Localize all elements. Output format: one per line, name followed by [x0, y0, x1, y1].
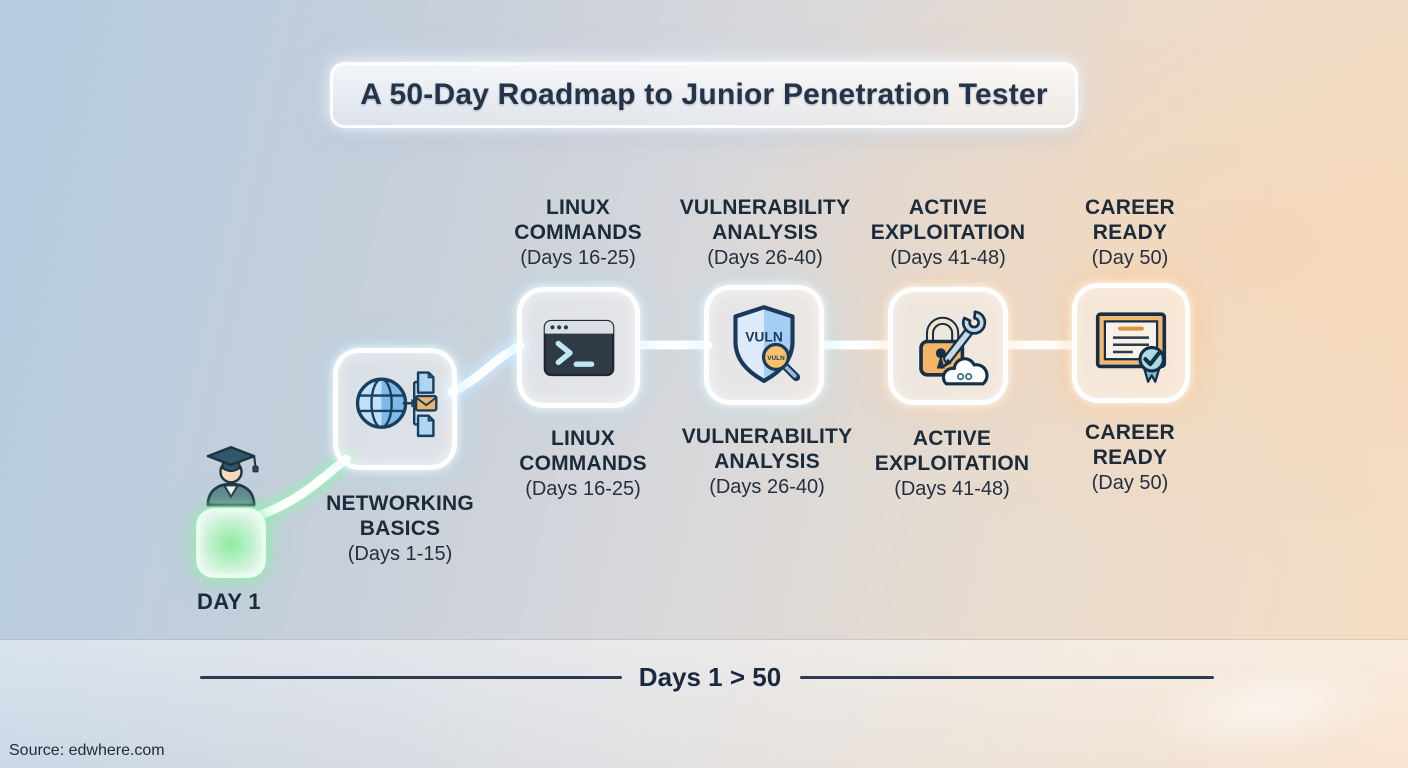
bottom-label-career: CAREER READY (Day 50) [1085, 421, 1175, 494]
wrench-icon [940, 310, 987, 370]
top-label-linux: LINUX COMMANDS (Days 16-25) [514, 196, 642, 269]
path-networking-to-linux [443, 337, 529, 401]
terminal-icon [543, 319, 614, 376]
timeline-line-right [800, 676, 1214, 679]
bottom-label-vulnerability: VULNERABILITY ANALYSIS (Days 26-40) [681, 425, 853, 498]
shield-label: VULN [745, 329, 783, 344]
timeline-label: Days 1 > 50 [638, 662, 782, 692]
lock-wrench-icon [919, 310, 989, 386]
timeline-line-left [200, 676, 622, 679]
magnifier-icon: VULN [761, 342, 801, 382]
page-title: A 50-Day Roadmap to Junior Penetration T… [360, 78, 1048, 111]
shield-vuln-icon: VULN VULN [733, 305, 801, 383]
milestone-box-linux [517, 287, 640, 408]
magnifier-label: VULN [767, 355, 785, 362]
milestone-box-day1 [196, 508, 266, 578]
milestone-box-networking [333, 348, 457, 470]
source-attribution: Source: edwhere.com [9, 742, 165, 759]
ribbon-badge-icon [1138, 345, 1165, 383]
top-label-vulnerability: VULNERABILITY ANALYSIS (Days 26-40) [679, 196, 851, 269]
cloud-icon [941, 357, 989, 386]
path-day1-to-networking [249, 450, 355, 525]
globe-network-icon [355, 371, 438, 438]
milestone-box-active [888, 287, 1008, 405]
bottom-label-networking: NETWORKING BASICS (Days 1-15) [326, 492, 474, 565]
top-label-career: CAREER READY (Day 50) [1085, 196, 1175, 269]
top-label-active: ACTIVE EXPLOITATION (Days 41-48) [870, 196, 1026, 269]
certificate-icon [1095, 312, 1167, 383]
graduate-icon [197, 423, 265, 515]
title-banner: A 50-Day Roadmap to Junior Penetration T… [330, 62, 1078, 128]
milestone-box-vulnerability: VULN VULN [704, 285, 824, 405]
bottom-label-linux: LINUX COMMANDS (Days 16-25) [519, 427, 647, 500]
milestone-box-career [1072, 283, 1190, 403]
bottom-label-active: ACTIVE EXPLOITATION (Days 41-48) [874, 427, 1030, 500]
day1-label: DAY 1 [197, 589, 261, 614]
